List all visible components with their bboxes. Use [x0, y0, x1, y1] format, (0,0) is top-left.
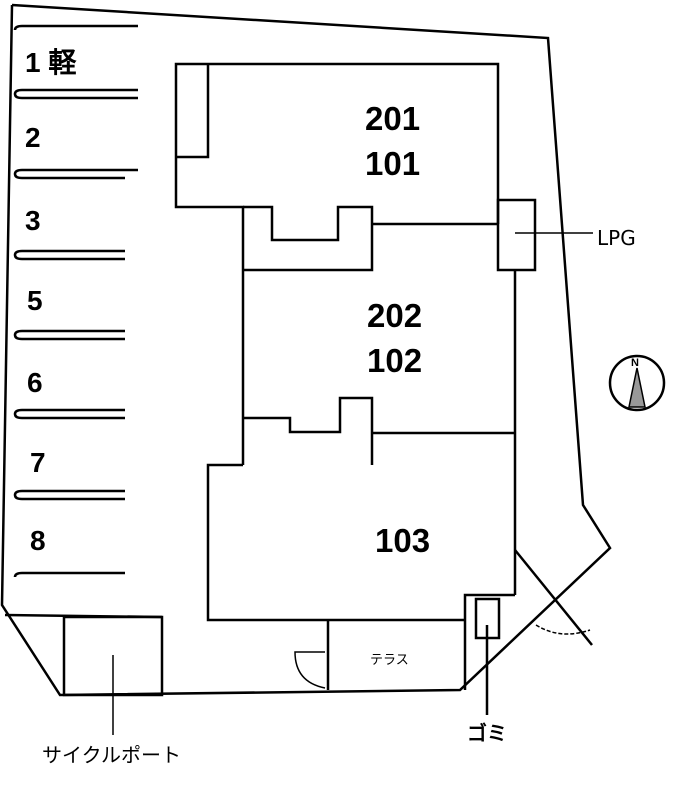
parking-space-7: 7 [30, 447, 46, 478]
svg-text:N: N [631, 357, 639, 369]
parking-space-5: 5 [27, 285, 43, 316]
unit-201: 201 [365, 100, 420, 137]
parking-space-3: 3 [25, 205, 41, 236]
gate-swing-icon [535, 624, 591, 635]
building-outline [174, 62, 517, 690]
site-boundary [0, 3, 612, 697]
parking-space-1: 1 軽 [25, 47, 77, 78]
parking-space-6: 6 [27, 367, 43, 398]
unit-202: 202 [367, 297, 422, 334]
lpg-label: LPG [597, 226, 636, 250]
parking-space-2: 2 [25, 122, 41, 153]
unit-101: 101 [365, 145, 420, 182]
parking-stripes [13, 24, 138, 578]
cycle-port-label: サイクルポート [42, 743, 181, 767]
garbage-label: ゴミ [467, 721, 507, 745]
door-swing-icon [294, 651, 326, 689]
unit-103: 103 [375, 522, 430, 559]
parking-space-8: 8 [30, 525, 46, 556]
gate-leaf [514, 549, 593, 646]
unit-102: 102 [367, 342, 422, 379]
lpg-box [496, 198, 537, 272]
north-arrow-icon: N [608, 354, 666, 412]
terrace-label: テラス [370, 653, 409, 668]
